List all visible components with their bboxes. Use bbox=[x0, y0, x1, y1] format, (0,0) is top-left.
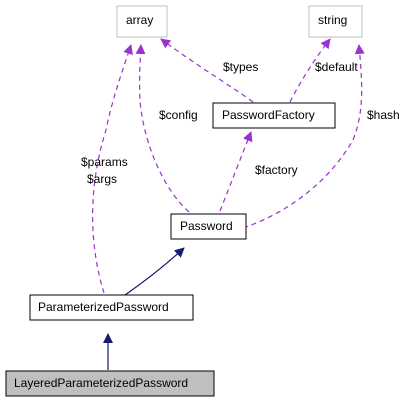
node-string[interactable]: string bbox=[308, 5, 363, 38]
node-string-label: string bbox=[318, 13, 347, 27]
node-array-label: array bbox=[126, 13, 153, 27]
edge-label-hash: $hash bbox=[367, 108, 400, 122]
edge-label-config: $config bbox=[159, 108, 198, 122]
node-password-label: Password bbox=[180, 219, 233, 233]
edge-password-factory-to-array bbox=[160, 38, 254, 103]
node-array[interactable]: array bbox=[116, 5, 168, 38]
node-password[interactable]: Password bbox=[170, 213, 247, 240]
node-parameterized-password-label: ParameterizedPassword bbox=[38, 300, 169, 314]
edge-label-default: $default bbox=[315, 60, 358, 74]
edge-label-types: $types bbox=[223, 60, 258, 74]
nodes-layer: array string PasswordFactory Password Pa… bbox=[5, 5, 363, 397]
edges-layer bbox=[92, 38, 365, 370]
edge-password-factory-to-string bbox=[289, 38, 331, 103]
edge-label-params: $params bbox=[81, 155, 128, 169]
edge-label-factory: $factory bbox=[255, 163, 298, 177]
edge-parameterized-to-password bbox=[124, 247, 185, 296]
node-layered-parameterized-password[interactable]: LayeredParameterizedPassword bbox=[5, 370, 215, 397]
edge-labels-layer: $params $args $config $factory $hash $ty… bbox=[81, 60, 400, 186]
node-parameterized-password[interactable]: ParameterizedPassword bbox=[29, 294, 194, 321]
node-layered-parameterized-password-label: LayeredParameterizedPassword bbox=[14, 376, 188, 390]
edge-label-args: $args bbox=[87, 172, 117, 186]
node-password-factory[interactable]: PasswordFactory bbox=[212, 102, 336, 129]
edge-password-to-password-factory bbox=[219, 131, 253, 212]
node-password-factory-label: PasswordFactory bbox=[222, 108, 315, 122]
edge-parameterized-to-array bbox=[92, 44, 133, 294]
edge-password-to-array bbox=[135, 44, 190, 213]
edge-password-to-string bbox=[242, 44, 365, 229]
